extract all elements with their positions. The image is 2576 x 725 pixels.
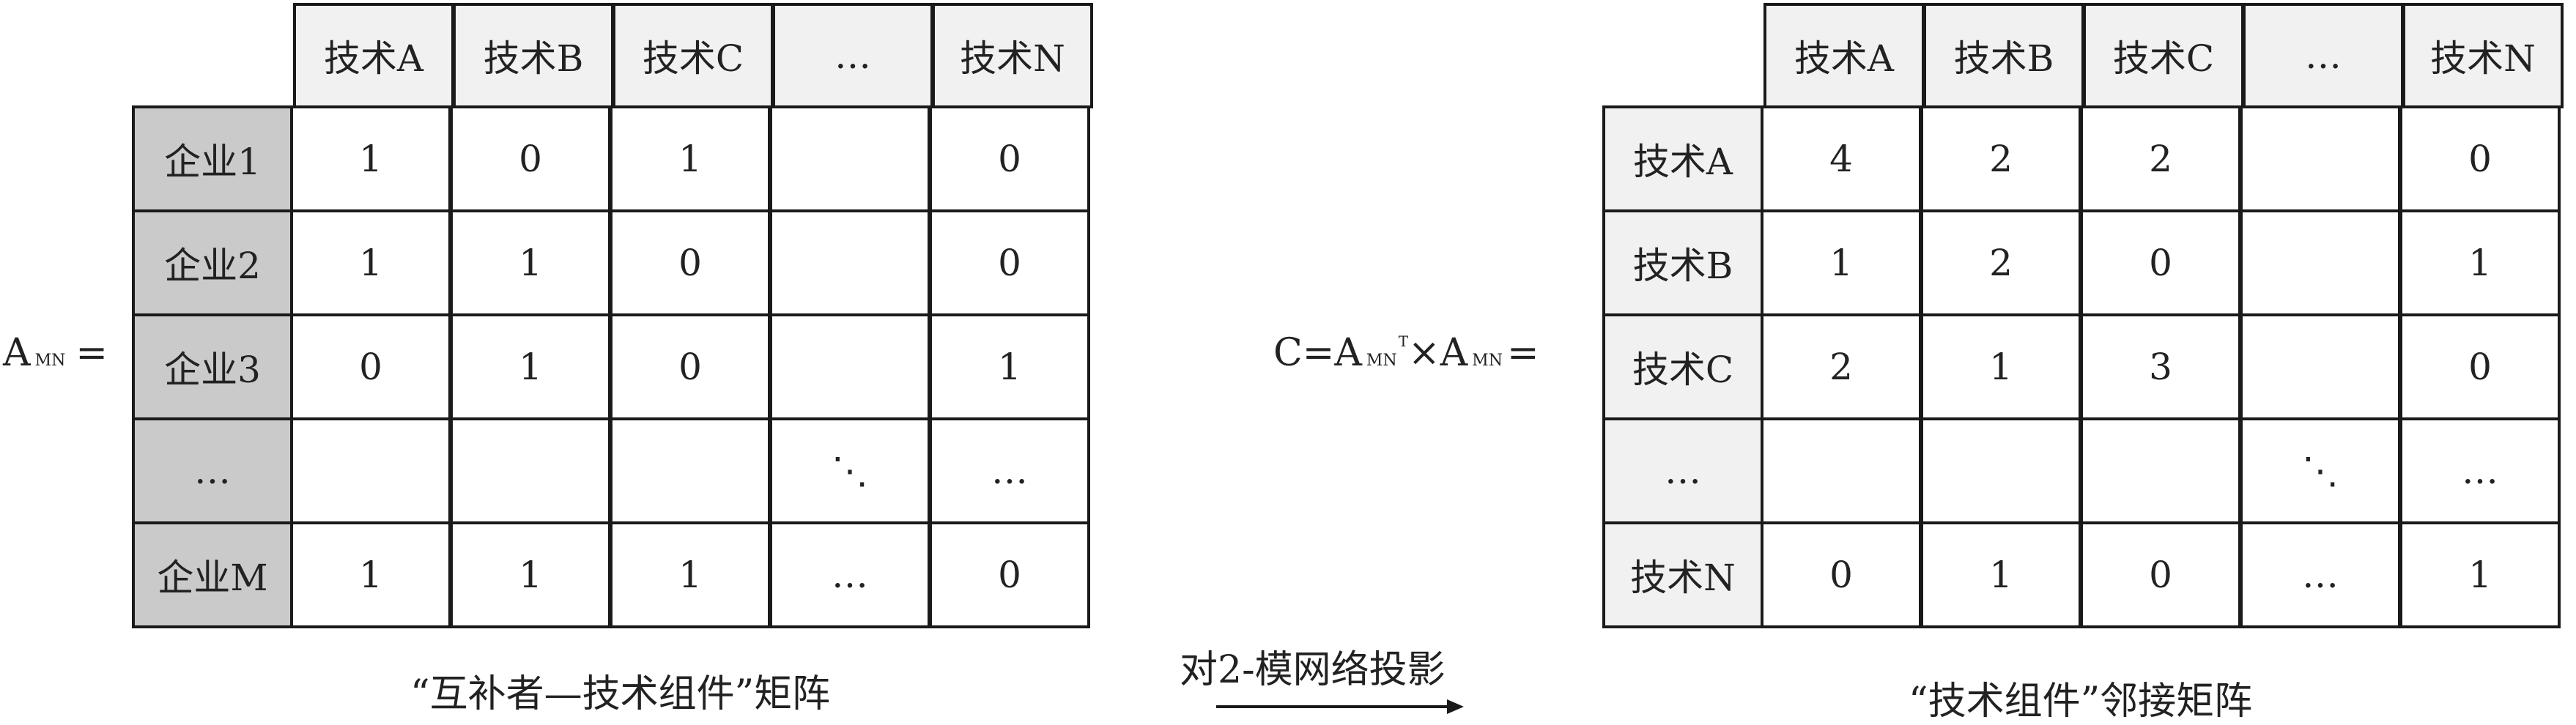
right-matrix-column-header: 技术B bbox=[1923, 3, 2084, 108]
left-equation-label: A MN = bbox=[3, 331, 108, 375]
left-matrix-cell: 0 bbox=[610, 209, 771, 316]
left-matrix-cell: 0 bbox=[290, 313, 451, 420]
left-matrix-cell: 1 bbox=[929, 313, 1090, 420]
right-matrix-cell: 1 bbox=[1920, 521, 2081, 628]
left-matrix-row-header: … bbox=[132, 417, 293, 524]
left-matrix-cell bbox=[610, 417, 771, 524]
right-matrix-cell: 0 bbox=[2080, 209, 2241, 316]
right-matrix-cell: 1 bbox=[2399, 521, 2561, 628]
right-matrix-cell: 0 bbox=[2399, 313, 2561, 420]
right-matrix-row-header: … bbox=[1602, 417, 1763, 524]
left-matrix-cell bbox=[769, 313, 930, 420]
right-matrix-cell: 2 bbox=[2080, 105, 2241, 212]
left-matrix-cell: 1 bbox=[290, 209, 451, 316]
right-matrix-cell: 1 bbox=[2399, 209, 2561, 316]
right-equation-label: C=A MN T ×A MN = bbox=[1273, 331, 1539, 375]
left-matrix-caption: “互补者—技术组件”矩阵 bbox=[410, 672, 831, 716]
right-matrix-column-header: 技术C bbox=[2083, 3, 2244, 108]
right-matrix-row-header: 技术N bbox=[1602, 521, 1763, 628]
right-matrix-cell bbox=[1761, 417, 1922, 524]
left-equation-symbol: A bbox=[3, 331, 31, 375]
left-matrix-row-header: 企业2 bbox=[132, 209, 293, 316]
right-matrix-cell bbox=[2240, 209, 2401, 316]
right-matrix-cell: 0 bbox=[1761, 521, 1922, 628]
left-matrix-cell: … bbox=[929, 417, 1090, 524]
left-matrix-cell: 0 bbox=[929, 521, 1090, 628]
left-matrix-row-header: 企业1 bbox=[132, 105, 293, 212]
right-matrix-cell bbox=[2240, 105, 2401, 212]
right-matrix-row-header: 技术C bbox=[1602, 313, 1763, 420]
right-matrix-column-header: … bbox=[2243, 3, 2404, 108]
right-matrix-cell: 3 bbox=[2080, 313, 2241, 420]
right-matrix-cell: … bbox=[2240, 521, 2401, 628]
left-matrix-cell: ⋱ bbox=[769, 417, 930, 524]
left-matrix-cell: 0 bbox=[929, 105, 1090, 212]
right-matrix-cell bbox=[2240, 313, 2401, 420]
left-matrix-cell bbox=[769, 105, 930, 212]
right-matrix-cell: 1 bbox=[1920, 313, 2081, 420]
right-matrix-cell: 2 bbox=[1920, 105, 2081, 212]
left-matrix-column-header: 技术B bbox=[453, 3, 614, 108]
right-matrix-cell: 1 bbox=[1761, 209, 1922, 316]
right-equation-prefix: C=A bbox=[1273, 331, 1362, 375]
left-equation-subscript: MN bbox=[34, 352, 66, 370]
left-matrix-cell: 1 bbox=[610, 521, 771, 628]
right-matrix-caption: “技术组件”邻接矩阵 bbox=[1909, 680, 2253, 724]
projection-label: 对2-模网络投影 bbox=[1180, 648, 1446, 692]
left-matrix-column-header: … bbox=[772, 3, 933, 108]
left-matrix-cell: 0 bbox=[610, 313, 771, 420]
left-matrix-column-header: 技术C bbox=[612, 3, 774, 108]
right-matrix-cell: ⋱ bbox=[2240, 417, 2401, 524]
left-matrix-cell: 0 bbox=[450, 105, 611, 212]
right-matrix-cell: 0 bbox=[2399, 105, 2561, 212]
left-matrix-cell bbox=[769, 209, 930, 316]
left-matrix-column-header: 技术N bbox=[932, 3, 1093, 108]
right-equation-subscript-2: MN bbox=[1472, 352, 1503, 370]
left-matrix-cell bbox=[450, 417, 611, 524]
left-matrix-cell: 1 bbox=[450, 313, 611, 420]
projection-arrow bbox=[1216, 699, 1464, 714]
right-matrix-cell: 2 bbox=[1920, 209, 2081, 316]
left-matrix-cell: 1 bbox=[450, 209, 611, 316]
left-matrix-cell: 1 bbox=[450, 521, 611, 628]
right-matrix-cell: 0 bbox=[2080, 521, 2241, 628]
left-matrix-cell: 1 bbox=[610, 105, 771, 212]
right-equation-times: ×A bbox=[1408, 331, 1468, 375]
right-equation-superscript: T bbox=[1398, 332, 1409, 350]
left-matrix-cell: 0 bbox=[929, 209, 1090, 316]
right-matrix-column-header: 技术N bbox=[2402, 3, 2564, 108]
left-matrix-row-header: 企业M bbox=[132, 521, 293, 628]
right-matrix-column-header: 技术A bbox=[1763, 3, 1925, 108]
right-matrix-cell bbox=[2080, 417, 2241, 524]
left-matrix-cell: … bbox=[769, 521, 930, 628]
left-matrix-cell bbox=[290, 417, 451, 524]
right-matrix-cell: 4 bbox=[1761, 105, 1922, 212]
right-matrix-row-header: 技术B bbox=[1602, 209, 1763, 316]
left-matrix-cell: 1 bbox=[290, 105, 451, 212]
left-equation-equals: = bbox=[75, 331, 108, 375]
right-equation-subscript-1: MN bbox=[1366, 352, 1397, 370]
left-matrix-column-header: 技术A bbox=[293, 3, 454, 108]
right-matrix-cell: 2 bbox=[1761, 313, 1922, 420]
right-matrix-cell bbox=[1920, 417, 2081, 524]
right-matrix-cell: … bbox=[2399, 417, 2561, 524]
left-matrix-row-header: 企业3 bbox=[132, 313, 293, 420]
right-equation-equals: = bbox=[1506, 331, 1539, 375]
left-matrix-cell: 1 bbox=[290, 521, 451, 628]
right-matrix-row-header: 技术A bbox=[1602, 105, 1763, 212]
